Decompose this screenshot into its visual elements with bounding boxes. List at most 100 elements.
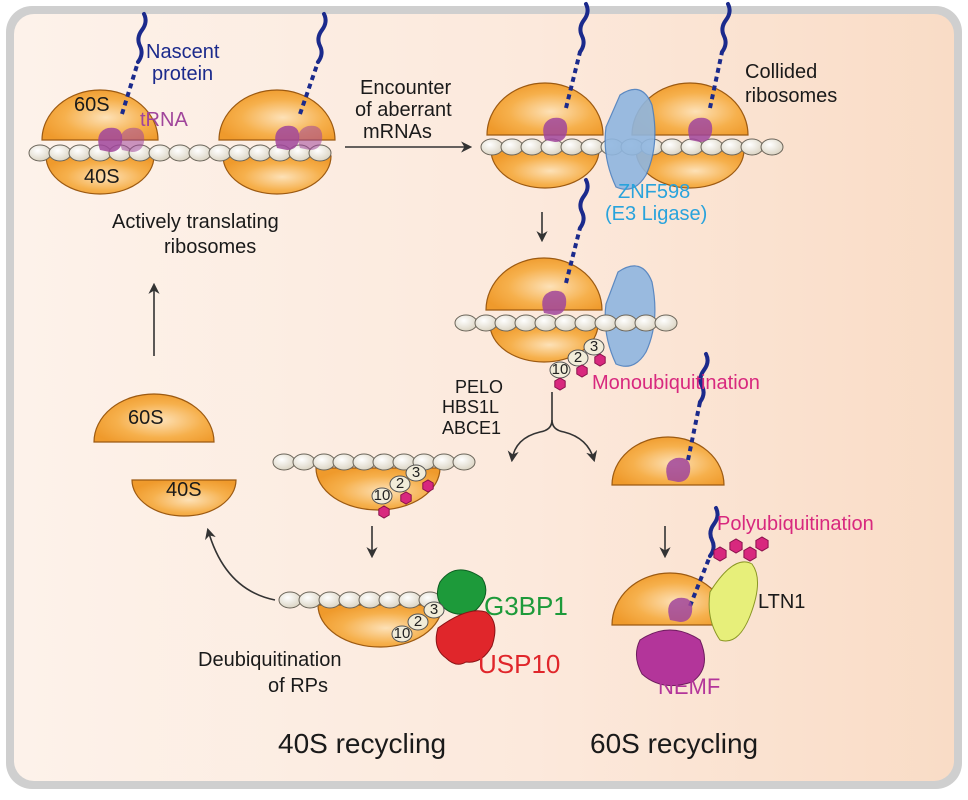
nascent-chain-f-dashed [686, 401, 702, 461]
mrna-top-left-bead [148, 144, 172, 162]
mrna-deubiq-bead [298, 591, 322, 609]
ub-split-10 [371, 487, 393, 505]
ubq-mono-b [576, 364, 588, 378]
mrna-deubiq-bead [398, 591, 422, 609]
nascent-chain-g-wavy [708, 506, 720, 558]
label-deubiq-2: of RPs [268, 675, 328, 697]
nascent-chain-a-wavy [136, 12, 148, 64]
label-hbs1l: HBS1L [442, 397, 499, 417]
ub-deubiq-2 [407, 613, 429, 631]
label-nascent-2: protein [152, 63, 213, 85]
trna-e [542, 290, 567, 315]
label-actively-2: ribosomes [164, 236, 256, 258]
ub-mono-3 [583, 338, 605, 356]
ubq-poly-c [743, 546, 757, 562]
label-encounter-1: Encounter [360, 77, 452, 99]
ub-label-3-a: 3 [590, 338, 598, 355]
ub-label-10-a: 10 [552, 361, 569, 378]
g3bp1-protein [436, 569, 487, 615]
mrna-split-bead [332, 453, 356, 471]
mrna-mono [454, 314, 678, 332]
ub-deubiq-10 [391, 625, 413, 643]
nascent-chain-e-dashed [564, 227, 582, 284]
mrna-split-bead [292, 453, 316, 471]
mrna-collided-bead [660, 138, 684, 156]
collided-60s-a [486, 82, 604, 136]
mrna-deubiq-bead [338, 591, 362, 609]
trna-a2 [120, 127, 145, 152]
ubq-poly-b [729, 538, 743, 554]
label-abce1: ABCE1 [442, 418, 501, 438]
ub-label-2-a: 2 [574, 349, 582, 366]
label-deubiq-1: Deubiquitination [198, 649, 341, 671]
arrow-branch-right [551, 419, 598, 463]
label-nascent-1: Nascent [146, 41, 220, 63]
mrna-mono-bead [574, 314, 598, 332]
mrna-collided-bead [760, 138, 784, 156]
ubq-mono-c [594, 353, 606, 367]
mrna-deubiq-bead [378, 591, 402, 609]
arrow-curve-back [205, 527, 276, 601]
ubq-split-a [378, 505, 390, 519]
nascent-chain-e-wavy [578, 178, 590, 230]
usp10-protein [435, 610, 496, 665]
mrna-mono-bead [554, 314, 578, 332]
mrna-split-bead [272, 453, 296, 471]
nascent-chain-b-wavy [316, 12, 328, 64]
ubq-mono-a [554, 377, 566, 391]
mrna-top-left-bead [188, 144, 212, 162]
nascent-chain-b-dashed [298, 61, 320, 115]
mrna-top-left-bead [48, 144, 72, 162]
free-60s [93, 393, 215, 443]
label-trna: tRNA [140, 109, 188, 131]
mrna-top-left-bead [228, 144, 252, 162]
label-40s-top: 40S [84, 166, 120, 188]
mrna-collided-bead [520, 138, 544, 156]
label-ltn1: LTN1 [758, 591, 805, 613]
label-pelo: PELO [455, 377, 503, 397]
mrna-top-left-bead [208, 144, 232, 162]
mrna-mono-bead [454, 314, 478, 332]
label-g3bp1: G3BP1 [484, 591, 568, 621]
trna-b2 [298, 125, 323, 150]
mrna-collided-bead [740, 138, 764, 156]
ub-deubiq-3 [423, 601, 445, 619]
mrna-collided-bead [500, 138, 524, 156]
label-40s-recycling: 40S recycling [278, 728, 446, 759]
znf598-protein-collided [604, 88, 656, 190]
mrna-mono-bead [514, 314, 538, 332]
label-40s-free: 40S [166, 479, 202, 501]
nascent-chain-d-dashed [708, 51, 724, 109]
ub-mono-2 [567, 349, 589, 367]
trna-c [543, 117, 568, 142]
trna-f [666, 457, 691, 482]
nascent-chain-c-dashed [564, 51, 582, 109]
label-nemf: NEMF [658, 674, 720, 699]
ltn1-protein [708, 561, 758, 642]
label-actively-1: Actively translating [112, 211, 279, 233]
ub-label-3-c: 3 [430, 601, 438, 618]
ub-label-2-c: 2 [414, 613, 422, 630]
mrna-collided-bead [580, 138, 604, 156]
mrna-split-bead [452, 453, 476, 471]
split-60s [611, 436, 725, 486]
trna-g [668, 597, 693, 622]
ub-label-2-b: 2 [396, 475, 404, 492]
mrna-mono-bead [614, 314, 638, 332]
nascent-chain-a-dashed [120, 61, 140, 115]
mrna-top-left-bead [168, 144, 192, 162]
ub-label-3-b: 3 [412, 464, 420, 481]
nascent-chain-f-wavy [698, 352, 710, 404]
mrna-split-bead [432, 453, 456, 471]
label-collided-2: ribosomes [745, 85, 837, 107]
mrna-deubiq-bead [278, 591, 302, 609]
label-60s-top: 60S [74, 94, 110, 116]
ubq-split-b [400, 491, 412, 505]
ub-split-3 [405, 464, 427, 482]
label-monoubiquitination: Monoubiquitination [592, 372, 760, 394]
mrna-split-bead [312, 453, 336, 471]
arrow-branch-left [507, 392, 553, 463]
mrna-mono-bead [474, 314, 498, 332]
label-60s-recycling: 60S recycling [590, 728, 758, 759]
